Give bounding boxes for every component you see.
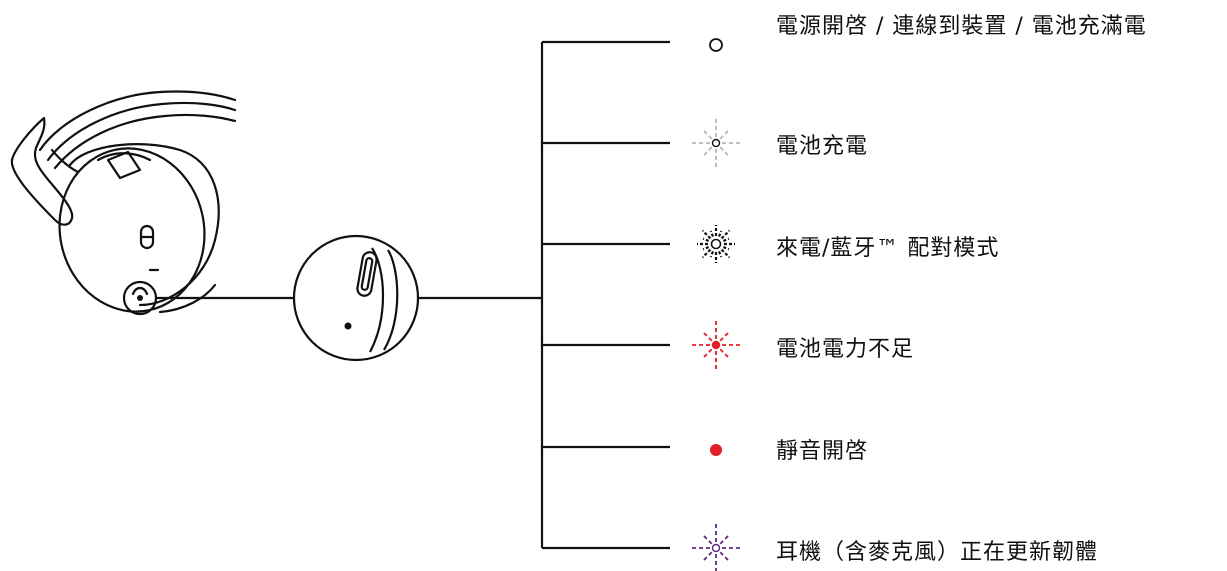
label-mute-on: 靜音開啓: [776, 439, 869, 464]
label-pairing: 來電/藍牙™ 配對模式: [776, 236, 1000, 261]
label-firmware-update: 耳機（含麥克風）正在更新韌體: [776, 540, 1099, 565]
red-dot-icon: [710, 444, 722, 456]
white-flash-icon: [692, 119, 740, 167]
zoom-detail-circle: [292, 234, 420, 362]
branch-tree: [540, 40, 670, 550]
purple-flash-icon: [692, 524, 740, 571]
headset-illustration: [10, 90, 237, 316]
label-charging: 電池充電: [776, 134, 869, 159]
label-power-on: 電源開啓 / 連線到裝置 / 電池充滿電: [776, 14, 1147, 39]
white-pulse-icon: [697, 225, 735, 263]
label-low-battery: 電池電力不足: [776, 337, 915, 362]
hollow-circle-icon: [709, 38, 723, 52]
red-flash-icon: [692, 321, 740, 369]
